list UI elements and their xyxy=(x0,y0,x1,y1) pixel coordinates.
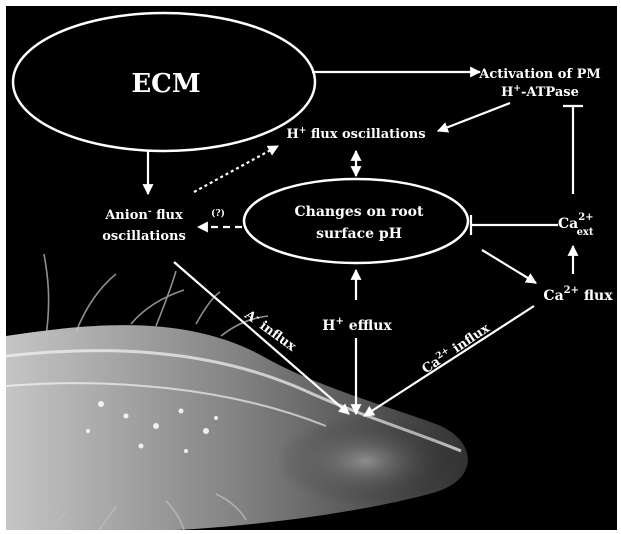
changes-label-line2: surface pH xyxy=(316,226,402,242)
changes-label-line1: Changes on root xyxy=(295,204,424,220)
diagram-canvas: ECM Changes on root surface pH Activatio… xyxy=(6,6,617,530)
ecm-label: ECM xyxy=(131,69,200,99)
diagram-frame: ECM Changes on root surface pH Activatio… xyxy=(6,6,617,530)
ca-ext-label: Ca2+ext xyxy=(558,212,594,238)
changes-node xyxy=(244,179,468,263)
anion-flux-line1: Anion- flux xyxy=(104,207,183,223)
activation-line2: H+-ATPase xyxy=(501,84,579,100)
arrow-anion-to-hflux-dotted xyxy=(194,146,278,192)
arrow-activation-to-hflux xyxy=(438,103,510,131)
root-image xyxy=(6,254,468,530)
h-flux-oscillations-label: H+ flux oscillations xyxy=(286,126,425,142)
ca-influx-label: Ca2+ influx xyxy=(419,320,493,377)
h-efflux-label: H+ efflux xyxy=(322,316,392,334)
activation-line1: Activation of PM xyxy=(478,67,600,82)
arrow-changes-to-caflux xyxy=(482,250,536,283)
ca-flux-label: Ca2+ flux xyxy=(543,285,613,304)
anion-flux-line2: oscillations xyxy=(102,229,186,244)
question-label: (?) xyxy=(211,208,225,219)
a-influx-label: A- influx xyxy=(241,306,299,355)
